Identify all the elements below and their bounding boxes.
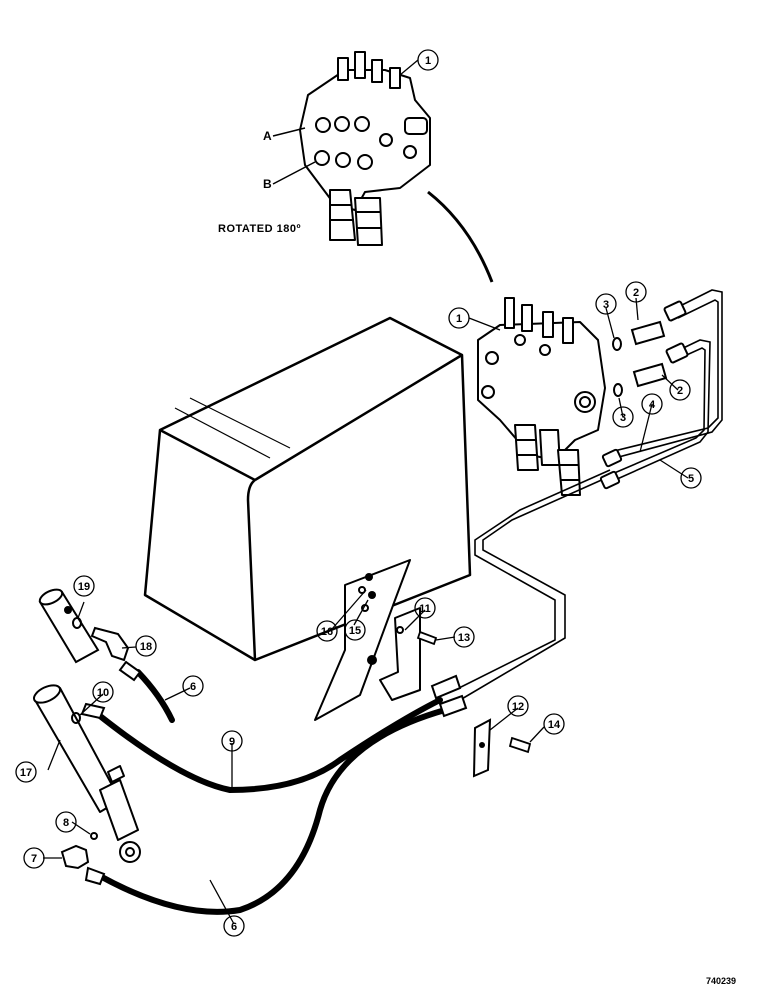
callout-10: 10	[97, 687, 109, 699]
callout-3-lower: 3	[620, 412, 626, 424]
callout-16: 16	[321, 626, 333, 638]
figure-number: 740239	[706, 976, 736, 986]
bolt-14	[508, 736, 532, 754]
callout-12: 12	[512, 701, 524, 713]
callout-8: 8	[63, 817, 69, 829]
elbow-fitting	[90, 626, 130, 662]
tube-nuts	[599, 300, 689, 490]
callout-6-lower: 6	[231, 921, 237, 933]
callout-3-upper: 3	[603, 299, 609, 311]
view-label-a: A	[263, 129, 272, 143]
adapter-fittings	[630, 320, 668, 388]
callout-1-top: 1	[425, 55, 431, 67]
callout-17: 17	[20, 767, 32, 779]
rotated-caption: ROTATED 180º	[218, 223, 301, 235]
view-arrow	[427, 190, 494, 283]
elbow-fitting-7	[60, 844, 90, 870]
tube-piece-19	[38, 588, 100, 664]
callout-15: 15	[349, 625, 361, 637]
callout-5: 5	[688, 473, 694, 485]
steel-tubes	[454, 289, 723, 701]
bolt-icon	[368, 591, 376, 599]
view-label-b: B	[263, 177, 272, 191]
cylinder-17	[32, 684, 141, 863]
bolt-icon	[365, 573, 373, 581]
mounting-bracket	[314, 559, 421, 721]
callout-13: 13	[458, 632, 470, 644]
callout-7: 7	[31, 853, 37, 865]
hydraulic-hoses	[92, 669, 448, 915]
callout-1: 1	[456, 313, 462, 325]
callout-2-upper: 2	[633, 287, 639, 299]
callout-14: 14	[548, 719, 561, 731]
callout-2-lower: 2	[677, 385, 683, 397]
control-valve	[477, 297, 606, 496]
nut-icon	[367, 655, 377, 665]
callout-labels: 1 1 2 2 3 3 4 5 6 6 7 8 9 10 11 12 13 14…	[20, 55, 694, 933]
callout-6-upper: 6	[190, 681, 196, 693]
valve-rotated-view	[299, 51, 431, 246]
callout-9: 9	[229, 736, 235, 748]
callout-11: 11	[419, 603, 431, 615]
callouts	[15, 49, 702, 937]
bolt-13	[416, 630, 438, 646]
callout-18: 18	[140, 641, 152, 653]
callout-4: 4	[649, 399, 656, 411]
callout-19: 19	[78, 581, 90, 593]
